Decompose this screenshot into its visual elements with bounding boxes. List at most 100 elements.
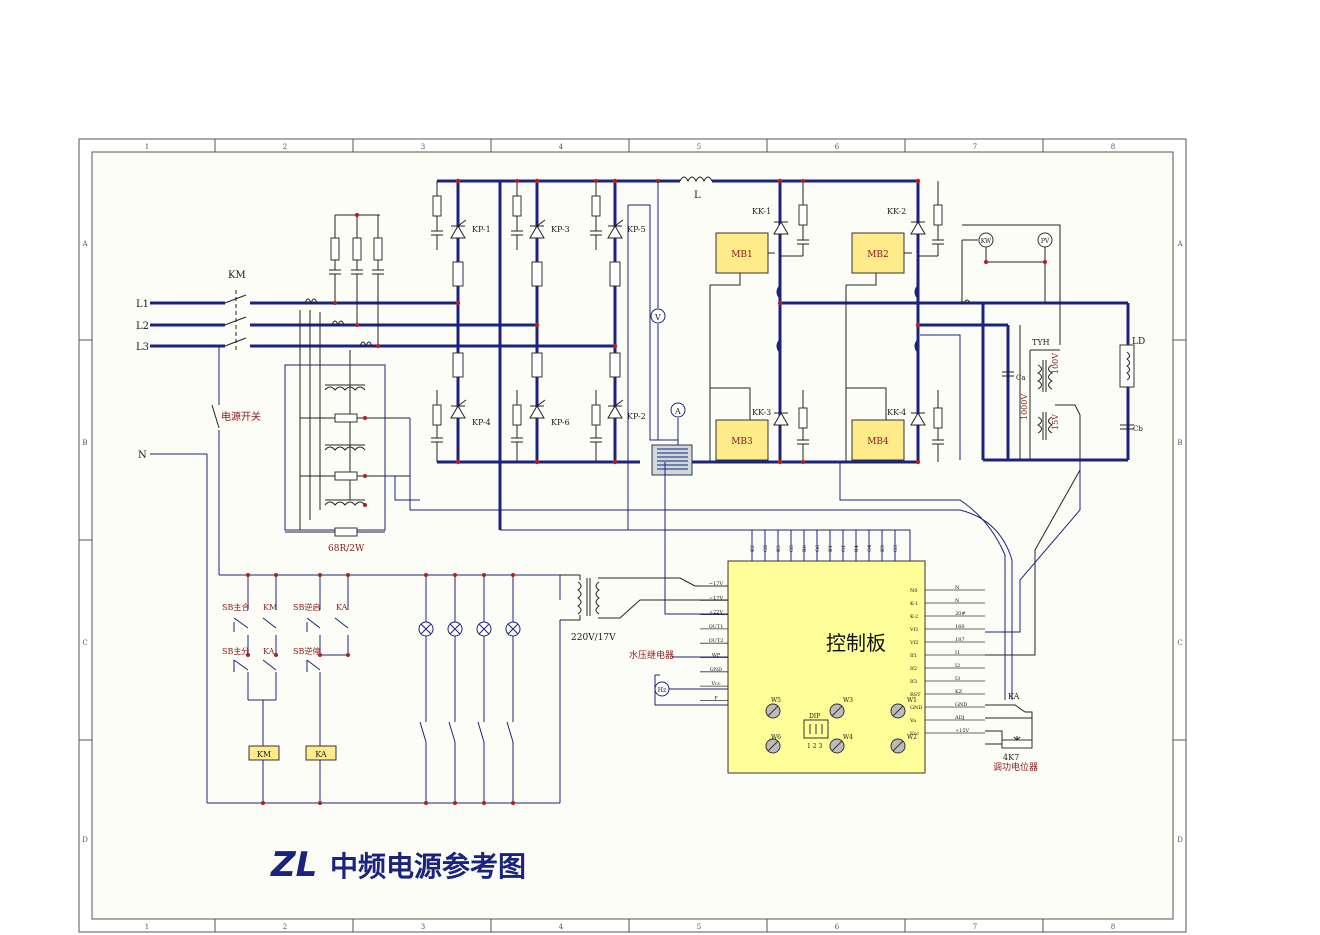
board-right-pin-label: If1 bbox=[910, 653, 917, 659]
logo-text: ZL bbox=[270, 845, 317, 885]
pot-value-label: 4K7 bbox=[1003, 753, 1019, 762]
v100-label: 100V bbox=[1051, 353, 1060, 374]
grid-row-d-right: D bbox=[1177, 836, 1183, 844]
v1000-label: 1000V bbox=[1020, 394, 1029, 420]
km-coil-label: KM bbox=[257, 750, 271, 759]
board-left-wire-label: ~17V bbox=[709, 595, 724, 601]
kp6-label: KP-6 bbox=[551, 418, 570, 427]
kk1-label: KK-1 bbox=[752, 207, 771, 216]
diagram-title: 中频电源参考图 bbox=[330, 850, 526, 883]
pot-w6-label: W6 bbox=[771, 734, 781, 741]
load-ld bbox=[1119, 344, 1135, 430]
board-right-wire-label: 160 bbox=[955, 624, 965, 630]
ld-label: LD bbox=[1132, 337, 1145, 347]
indicator-lamps bbox=[418, 621, 521, 637]
mb3-label: MB3 bbox=[731, 437, 753, 447]
board-top-pin-label: G2 bbox=[763, 545, 769, 552]
board-right-pin-label: GND bbox=[910, 705, 922, 711]
rectifier-snubbers bbox=[431, 181, 621, 462]
mb2-label: MB2 bbox=[867, 250, 889, 260]
ca-label: Ca bbox=[1016, 374, 1026, 382]
v15-label: 15V bbox=[1051, 414, 1060, 430]
sb-inv-stop-label: SB逆停 bbox=[293, 646, 320, 656]
board-top-pin-label: K3 bbox=[880, 545, 886, 552]
mb4-label: MB4 bbox=[867, 437, 889, 447]
board-top-pin-label: K1 bbox=[828, 545, 834, 552]
board-right-wire-label: GND bbox=[955, 702, 967, 708]
hz-meter-label: Hz bbox=[658, 687, 666, 694]
grid-row-a-left: A bbox=[81, 240, 88, 248]
mb2-module bbox=[845, 232, 912, 462]
board-right-wire-label: I2 bbox=[955, 663, 960, 669]
control-circuit bbox=[207, 574, 561, 804]
l3-label: L3 bbox=[136, 342, 149, 353]
kp1-label: KP-1 bbox=[472, 225, 491, 234]
mb1-module bbox=[709, 232, 775, 462]
grid-row-c-right: C bbox=[1177, 639, 1182, 647]
grid-row-c-left: C bbox=[82, 639, 87, 647]
board-right-wire-label: 20# bbox=[955, 611, 966, 617]
board-top-pin-label: K2 bbox=[750, 545, 756, 552]
dip-label: DIP bbox=[809, 713, 820, 720]
smoothing-inductor bbox=[679, 176, 713, 183]
board-left-wire-label: ~17V bbox=[709, 581, 724, 587]
grid-col-5-bottom: 5 bbox=[697, 923, 701, 931]
kp4-label: KP-4 bbox=[472, 418, 491, 427]
board-right-wire-label: 187 bbox=[955, 637, 965, 643]
board-right-pin-label: Vf1 bbox=[909, 627, 919, 633]
pot-w2-label: W2 bbox=[907, 734, 917, 741]
pot-w5-label: W5 bbox=[771, 697, 781, 704]
rectifier-nodes bbox=[455, 178, 660, 465]
tyh-label: TYH bbox=[1032, 338, 1050, 347]
grid-col-2-bottom: 2 bbox=[283, 923, 287, 931]
grid-row-a-right: A bbox=[1176, 240, 1183, 248]
n-label: N bbox=[138, 450, 147, 461]
board-right-wire-label: ADJ bbox=[954, 715, 965, 721]
water-relay-and-hz bbox=[654, 613, 728, 706]
grid-col-3-top: 3 bbox=[421, 143, 425, 151]
outer-frame bbox=[78, 138, 1187, 933]
pot-name-label: 调功电位器 bbox=[993, 761, 1038, 773]
cb-label: Cb bbox=[1133, 425, 1143, 433]
ka-contact-label: KA bbox=[263, 647, 275, 656]
rectifier-thyristors bbox=[450, 219, 624, 419]
board-left-wire-label: F bbox=[714, 695, 718, 701]
inverter-nodes bbox=[777, 178, 921, 465]
pv-meter-label: PV bbox=[1041, 238, 1050, 245]
board-left-wire-label: WP bbox=[712, 653, 721, 659]
board-left-wire-label: OUT2 bbox=[709, 638, 724, 644]
ammeter-label: A bbox=[674, 407, 681, 416]
board-left-wire-label: OUT1 bbox=[709, 624, 724, 630]
board-right-pin-label: K-2 bbox=[910, 614, 918, 620]
grid-col-6-bottom: 6 bbox=[835, 923, 840, 931]
water-relay-label: 水压继电器 bbox=[629, 649, 674, 661]
pot-w4-label: W4 bbox=[843, 734, 853, 741]
inner-frame bbox=[91, 151, 1174, 920]
control-wires bbox=[500, 334, 1081, 700]
sampling-transformers bbox=[284, 364, 410, 537]
dc-meters bbox=[627, 181, 693, 530]
dip-numbers: 1 2 3 bbox=[807, 743, 822, 750]
board-right-wire-label: N bbox=[955, 585, 960, 591]
control-transformer bbox=[560, 574, 728, 621]
kp5-label: KP-5 bbox=[627, 225, 646, 234]
grid-col-6-top: 6 bbox=[835, 143, 840, 151]
board-top-pin-label: G3 bbox=[893, 545, 899, 552]
sampling-wires bbox=[385, 418, 1013, 700]
kp3-label: KP-3 bbox=[551, 225, 570, 234]
transformer-label: 220V/17V bbox=[571, 633, 616, 643]
ka-contact-2-label: KA bbox=[336, 603, 348, 612]
board-right-pin-label: If2 bbox=[910, 666, 917, 672]
l2-label: L2 bbox=[136, 321, 149, 332]
pot-circuit bbox=[985, 704, 1033, 749]
inverter-coils bbox=[776, 285, 919, 353]
sb-main-on-label: SB主合 bbox=[222, 602, 249, 612]
kk3-label: KK-3 bbox=[752, 408, 771, 417]
board-right-pin-label: If3 bbox=[910, 679, 917, 685]
board-right-pin-label: K-1 bbox=[910, 601, 918, 607]
grid-row-b-left: B bbox=[82, 439, 87, 447]
board-top-pin-label: G5 bbox=[789, 545, 795, 552]
board-left-wire-label: GND bbox=[710, 667, 722, 673]
board-right-pin-label: Vcc bbox=[909, 731, 919, 737]
